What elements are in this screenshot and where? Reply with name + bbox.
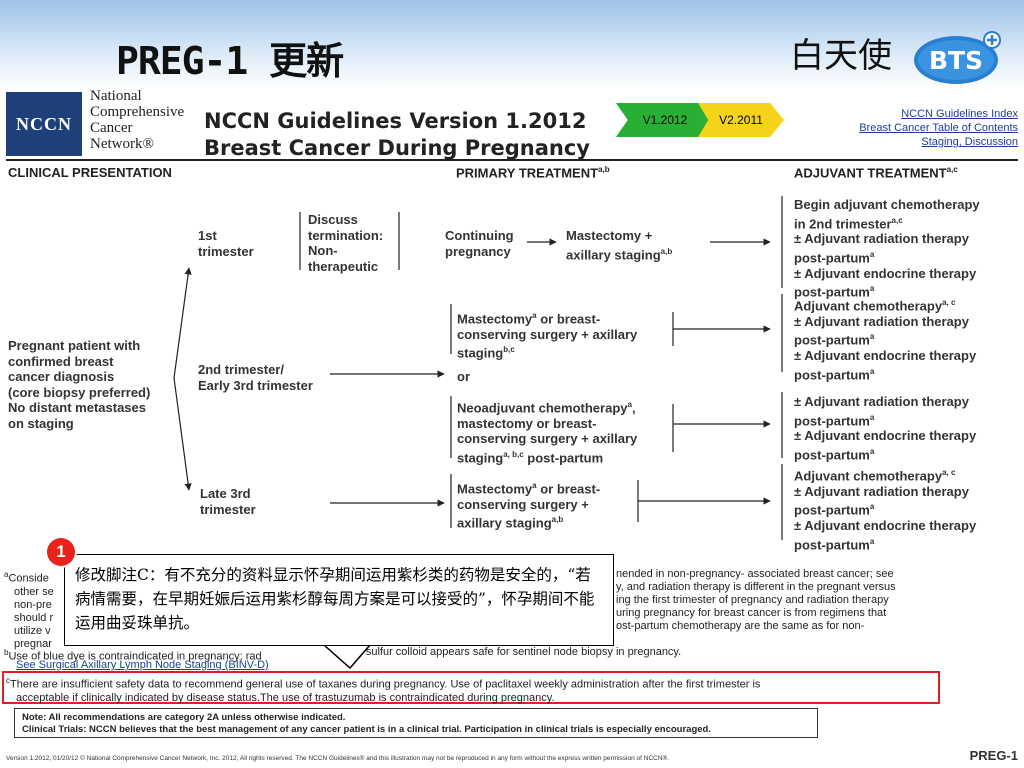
bts-logo: BTS <box>914 31 1001 84</box>
guideline-version-title: NCCN Guidelines Version 1.2012 <box>204 109 587 133</box>
footnote-a-left: aConside other se non-pre should r utili… <box>4 570 54 650</box>
header-divider <box>6 159 1018 161</box>
staging-discussion-link[interactable]: Staging, Discussion <box>921 136 1018 148</box>
flowchart-connectors <box>173 196 783 540</box>
primary-treatment-heading: PRIMARY TREATMENTa,b <box>456 165 610 181</box>
bts-logo-text: BTS <box>929 46 983 75</box>
copyright-footer: Version 1.2012, 01/20/12 © National Comp… <box>6 755 670 762</box>
callout-number-badge: 1 <box>47 538 75 566</box>
late-adjuvant-treatment: Adjuvant chemotherapya, c ± Adjuvant rad… <box>794 468 977 552</box>
brand-name: 白天使 <box>790 36 892 76</box>
note-box <box>14 708 818 738</box>
second-trimester-label: 2nd trimester/Early 3rd trimester <box>198 362 313 393</box>
version-tag-previous[interactable]: V2.2011 <box>698 103 784 137</box>
or-separator: or <box>457 369 470 384</box>
second-adjuvant-treatment-2: ± Adjuvant radiation therapy post-partum… <box>794 394 977 463</box>
page-id: PREG-1 <box>969 748 1018 763</box>
guidelines-index-link[interactable]: NCCN Guidelines Index <box>901 108 1018 120</box>
late-option-mastectomy: Mastectomya or breast- conserving surger… <box>457 481 601 531</box>
branch-arrow-late <box>173 377 192 491</box>
guideline-title: NCCN Guidelines Version 1.2012 Breast Ca… <box>204 108 590 162</box>
footnote-c-highlight <box>2 671 940 704</box>
second-option-mastectomy: Mastectomya or breast- conserving surger… <box>457 311 638 361</box>
adjuvant-treatment-heading: ADJUVANT TREATMENTa,c <box>794 165 958 181</box>
org-name-line: National <box>90 88 142 104</box>
version-tag-current[interactable]: V1.2012 <box>616 103 714 137</box>
clinical-presentation-heading: CLINICAL PRESENTATION <box>8 165 172 180</box>
org-name-line: Cancer <box>90 120 133 136</box>
first-adjuvant-treatment: Begin adjuvant chemotherapy in 2nd trime… <box>794 197 980 300</box>
footnote-c: cThere are insufficient safety data to r… <box>6 676 761 704</box>
footnote-a-right: nended in non-pregnancy- associated brea… <box>616 568 896 632</box>
guideline-topic-title: Breast Cancer During Pregnancy <box>204 136 590 160</box>
slide-title: PREG-1 更新 <box>116 39 344 83</box>
axillary-staging-link[interactable]: See Surgical Axillary Lymph Node Staging… <box>16 659 269 671</box>
second-adjuvant-treatment-1: Adjuvant chemotherapya, c ± Adjuvant rad… <box>794 298 977 382</box>
revision-callout: 修改脚注C：有不充分的资料显示怀孕期间运用紫杉类的药物是安全的，“若病情需要，在… <box>64 554 614 646</box>
callout-pointer <box>323 644 371 670</box>
first-mastectomy: Mastectomy +axillary staginga,b <box>566 228 673 262</box>
footnote-b-continued: eled sulfur colloid appears safe for sen… <box>342 646 682 658</box>
nccn-logo: NCCN <box>6 92 82 156</box>
note-text: Note: All recommendations are category 2… <box>22 712 711 735</box>
slide-header-band <box>0 0 1024 88</box>
branch-arrow-first <box>173 267 192 379</box>
footnote-b: bUse of blue dye is contraindicated in p… <box>4 648 262 663</box>
org-name-line: Network® <box>90 136 154 152</box>
org-name-line: Comprehensive <box>90 104 185 120</box>
table-of-contents-link[interactable]: Breast Cancer Table of Contents <box>859 122 1018 134</box>
second-option-neoadjuvant: Neoadjuvant chemotherapya, mastectomy or… <box>457 400 638 466</box>
